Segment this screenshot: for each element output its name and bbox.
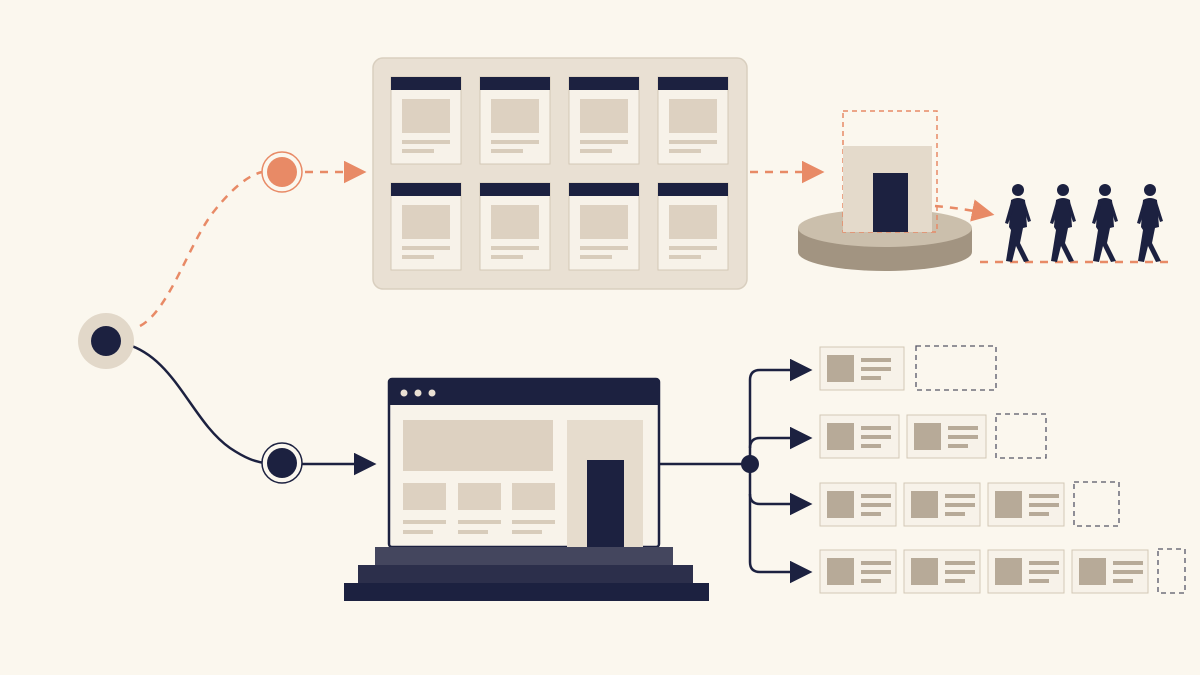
output-card [903, 549, 981, 594]
output-card [903, 482, 981, 527]
empty-slot [995, 413, 1047, 459]
dark-node-icon [267, 448, 297, 478]
browser-door-icon [587, 460, 624, 547]
branch-hub-node [741, 455, 759, 473]
orange-node-icon [267, 157, 297, 187]
pavilion-door-icon [873, 173, 908, 232]
solid-path-origin-to-node [121, 341, 267, 465]
window-dot-icon [428, 389, 436, 397]
output-card [819, 482, 897, 527]
branch-outputs [819, 345, 1186, 594]
walking-person-icon [1005, 184, 1031, 262]
page-card [568, 182, 640, 271]
card-panel [372, 57, 748, 290]
page-card [390, 76, 462, 165]
page-card [479, 76, 551, 165]
orange-node[interactable] [261, 151, 303, 193]
branch-trunk [748, 358, 813, 584]
branch-row [819, 481, 1120, 527]
page-card [657, 182, 729, 271]
walking-person-icon [1092, 184, 1118, 262]
browser-steps [344, 547, 709, 601]
page-card [657, 76, 729, 165]
page-card [479, 182, 551, 271]
output-card [819, 346, 905, 391]
tile-placeholder [458, 483, 501, 510]
page-card [568, 76, 640, 165]
hero-placeholder [403, 420, 553, 471]
dashed-path-origin-to-orange [139, 170, 263, 328]
walkers-group [1005, 184, 1163, 262]
output-card [987, 549, 1065, 594]
empty-slot [915, 345, 997, 391]
tile-placeholder [403, 483, 446, 510]
output-card [819, 414, 900, 459]
window-dot-icon [400, 389, 408, 397]
output-card [1071, 549, 1149, 594]
empty-slot [1073, 481, 1120, 527]
branch-row [819, 345, 997, 391]
browser-window [387, 377, 661, 549]
dashed-arrow-to-walkers [934, 199, 995, 222]
output-card [987, 482, 1065, 527]
output-card [819, 549, 897, 594]
page-card [390, 182, 462, 271]
pavilion [798, 110, 972, 271]
tile-placeholder [512, 483, 555, 510]
walking-person-icon [1050, 184, 1076, 262]
walking-person-icon [1137, 184, 1163, 262]
branch-row [819, 413, 1047, 459]
empty-slot [1157, 548, 1186, 594]
branch-row [819, 548, 1186, 594]
navy-node[interactable] [261, 442, 303, 484]
output-card [906, 414, 987, 459]
dark-node-icon [91, 326, 121, 356]
window-dot-icon [414, 389, 422, 397]
origin-node[interactable] [78, 313, 134, 369]
